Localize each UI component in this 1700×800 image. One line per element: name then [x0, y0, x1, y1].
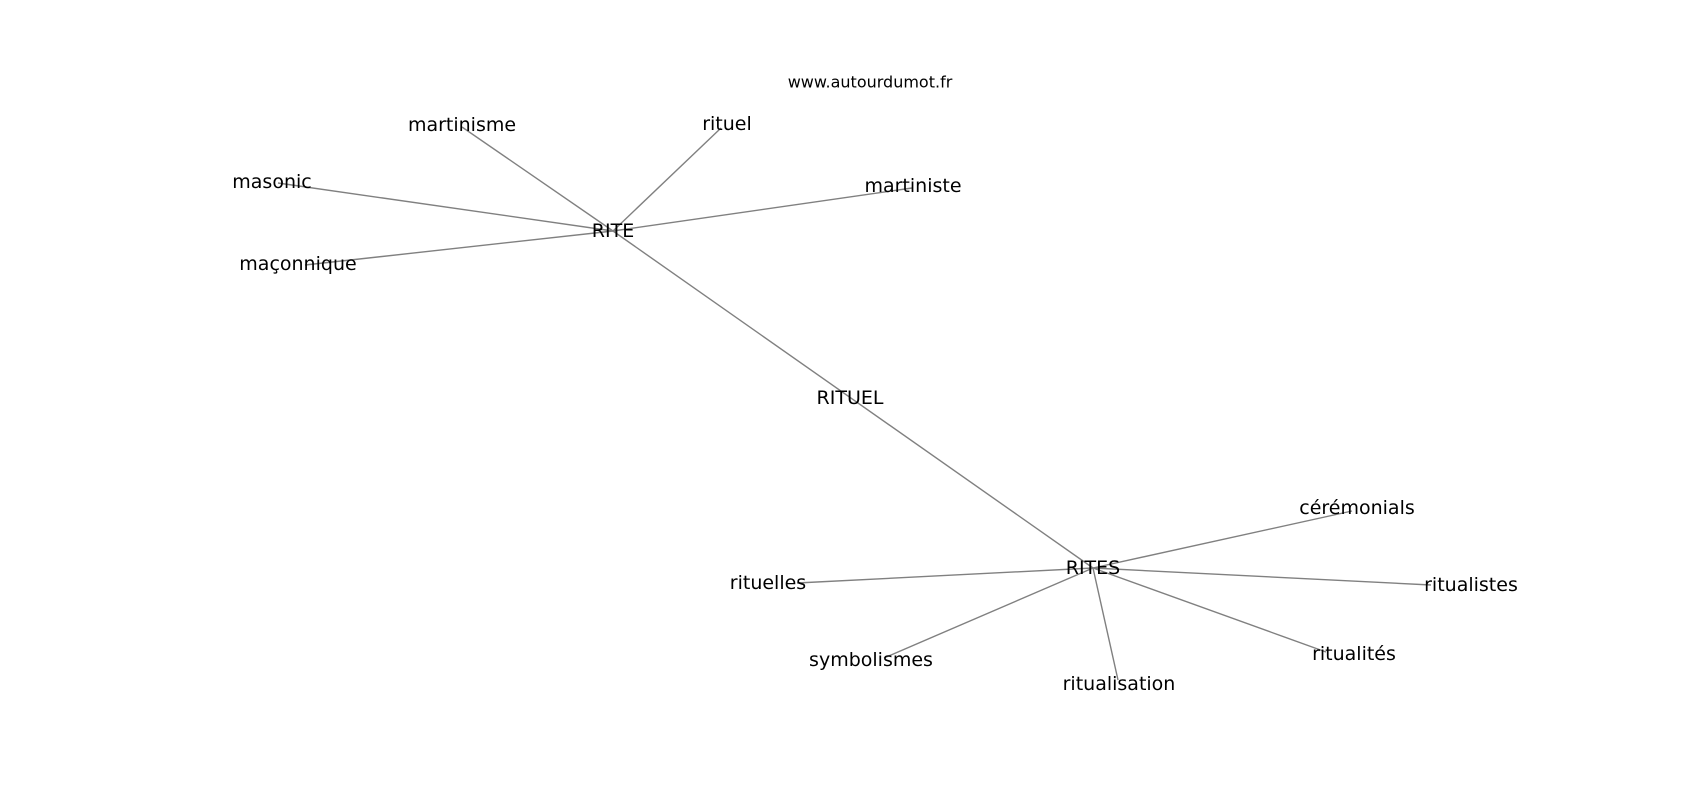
edge-rites-ritualites	[1092, 567, 1327, 653]
node-label-martinisme: martinisme	[408, 114, 516, 136]
edge-rite-maconnique	[304, 230, 614, 266]
edge-rite-masonic	[277, 182, 614, 232]
node-label-masonic: masonic	[232, 171, 311, 193]
edge-rites-ceremonials	[1092, 510, 1353, 569]
node-label-maconnique: maçonnique	[239, 253, 356, 275]
node-label-symbolismes: symbolismes	[809, 649, 933, 671]
node-label-ritualistes: ritualistes	[1424, 574, 1518, 596]
watermark-text: www.autourdumot.fr	[788, 73, 953, 92]
node-label-ceremonials: cérémonials	[1299, 497, 1415, 519]
edge-rite-martinisme	[461, 126, 614, 232]
edge-rites-ritualisation	[1092, 567, 1119, 681]
node-label-rituel: rituel	[702, 113, 752, 135]
edges-layer	[277, 126, 1432, 681]
node-label-martiniste: martiniste	[864, 175, 961, 197]
node-label-rites: RITES	[1066, 557, 1120, 579]
labels-layer: RITE RITUEL RITES martinisme rituel masonic ma…	[232, 113, 1518, 695]
edge-rites-rituelles	[796, 567, 1094, 584]
node-label-ritualisation: ritualisation	[1063, 673, 1176, 695]
edge-rite-martiniste	[612, 187, 913, 232]
edge-rites-ritualistes	[1092, 567, 1432, 586]
node-label-rituel: RITUEL	[817, 387, 884, 409]
edge-rite-rituel	[612, 127, 722, 232]
node-label-ritualites: ritualités	[1312, 643, 1396, 665]
node-label-rituelles: rituelles	[730, 572, 806, 594]
node-label-rite: RITE	[592, 220, 634, 242]
edge-rites-symbolismes	[883, 567, 1094, 659]
edge-rite-rites	[612, 230, 1094, 569]
